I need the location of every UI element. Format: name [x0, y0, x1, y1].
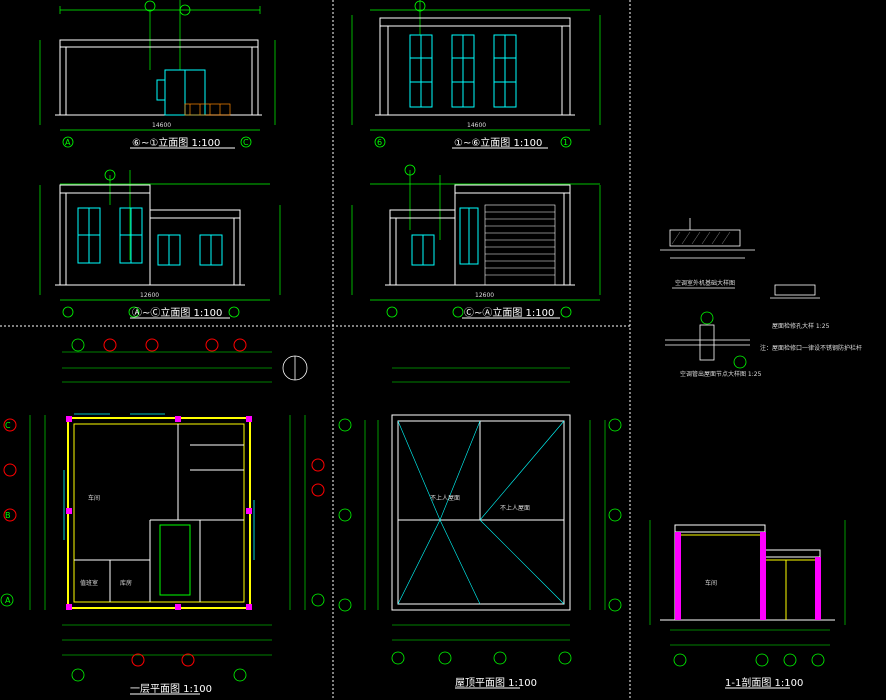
- plan1-axis-b: B: [5, 511, 11, 520]
- detail-b-title: 空调管出屋面节点大样图 1:25: [680, 370, 762, 378]
- detail-hatch: 屋面检修孔大样 1:25: [770, 284, 830, 330]
- elev-d-width: 12600: [475, 292, 494, 299]
- detail-ac-pipe: 空调管出屋面节点大样图 1:25 注：屋面检修口一律设不锈钢防护栏杆: [665, 311, 862, 378]
- roof-room-b: 不上人屋面: [500, 504, 530, 512]
- elev-b-width: 14600: [467, 122, 486, 129]
- section-1-1: 车间 1-1剖面图 1:100: [649, 520, 846, 689]
- detail-c-title: 屋面检修孔大样 1:25: [772, 322, 830, 330]
- elevation-d: 12600 Ⓒ~Ⓐ立面图 1:100: [351, 164, 601, 319]
- axis-6-label: 6: [377, 138, 382, 147]
- axis-c-label: C: [243, 138, 249, 147]
- plan1-axis-c: C: [5, 421, 11, 430]
- section-room: 车间: [705, 579, 717, 587]
- axis-a-label: A: [65, 138, 71, 147]
- north-arrow-icon: [282, 355, 308, 381]
- plan1-title: 一层平面图 1:100: [130, 683, 212, 695]
- detail-ac-base: 空调室外机基础大样图: [660, 218, 755, 289]
- detail-note: 注：屋面检修口一律设不锈钢防护栏杆: [760, 344, 862, 352]
- roof-title: 屋顶平面图 1:100: [455, 677, 537, 689]
- elevation-b: 6 1 14600 ①~⑥立面图 1:100: [351, 0, 601, 149]
- elevation-a: A C 14600 ⑥~①立面图 1:100: [39, 0, 276, 149]
- elev-a-title: ⑥~①立面图 1:100: [132, 136, 220, 149]
- viewport-dividers: [0, 0, 631, 700]
- roof-room-a: 不上人屋面: [430, 494, 460, 502]
- elev-c-title: Ⓐ~Ⓒ立面图 1:100: [132, 306, 222, 319]
- axis-1-label: 1: [563, 138, 568, 147]
- elevation-c: 12600 Ⓐ~Ⓒ立面图 1:100: [39, 169, 281, 319]
- plan1-room-main: 车间: [88, 494, 100, 502]
- elev-d-title: Ⓒ~Ⓐ立面图 1:100: [464, 306, 554, 319]
- plan1-axis-a: A: [5, 596, 11, 605]
- plan1-room-s2: 库房: [120, 579, 132, 587]
- elev-a-width: 14600: [152, 122, 171, 129]
- rolling-shutter-door: [484, 204, 556, 286]
- plan-ground-floor: A B C 车间 值班室 库房 一层平面图 1:100: [0, 338, 325, 695]
- plan-roof: 不上人屋面 不上人屋面 屋顶平面图 1:100: [338, 367, 622, 689]
- section-title: 1-1剖面图 1:100: [725, 676, 803, 689]
- detail-a-title: 空调室外机基础大样图: [675, 279, 735, 287]
- elev-c-width: 12600: [140, 292, 159, 299]
- plan1-room-s1: 值班室: [80, 579, 98, 587]
- elev-b-title: ①~⑥立面图 1:100: [454, 136, 542, 149]
